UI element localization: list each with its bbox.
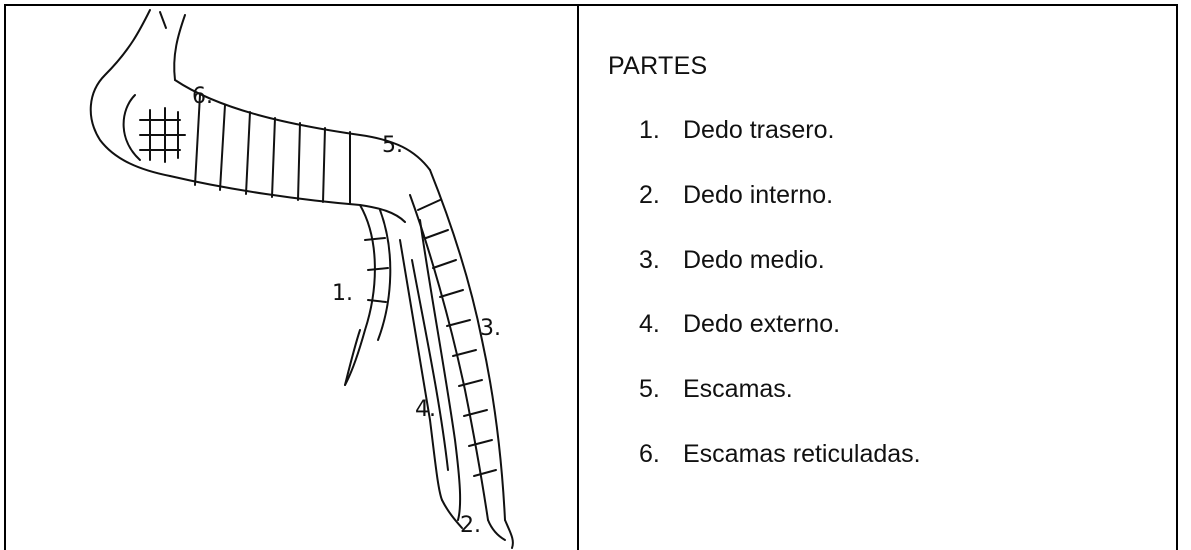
- figure-label-3: 3.: [480, 316, 501, 341]
- item-label: Dedo externo.: [683, 310, 840, 375]
- figure-label-4: 4.: [415, 397, 436, 422]
- list-item: 1.Dedo trasero.: [639, 116, 921, 181]
- item-number: 6.: [639, 440, 683, 505]
- bird-foot-drawing: 1. 2. 3. 4. 5. 6.: [6, 6, 577, 550]
- list-item: 4.Dedo externo.: [639, 310, 921, 375]
- item-number: 4.: [639, 310, 683, 375]
- item-label: Escamas.: [683, 375, 793, 440]
- parts-cell: PARTES 1.Dedo trasero. 2.Dedo interno. 3…: [579, 6, 1176, 550]
- item-number: 2.: [639, 181, 683, 246]
- bird-foot-illustration: 1. 2. 3. 4. 5. 6.: [6, 6, 577, 550]
- item-label: Dedo medio.: [683, 246, 825, 311]
- item-label: Dedo trasero.: [683, 116, 834, 181]
- parts-list: 1.Dedo trasero. 2.Dedo interno. 3.Dedo m…: [639, 116, 921, 505]
- figure-label-5: 5.: [382, 133, 403, 158]
- item-number: 5.: [639, 375, 683, 440]
- item-number: 3.: [639, 246, 683, 311]
- table-border-right: [1176, 4, 1178, 550]
- figure-label-1: 1.: [332, 281, 353, 306]
- list-item: 5.Escamas.: [639, 375, 921, 440]
- parts-heading: PARTES: [608, 52, 708, 81]
- figure-label-6: 6.: [192, 84, 213, 109]
- list-item: 2.Dedo interno.: [639, 181, 921, 246]
- list-item: 6.Escamas reticuladas.: [639, 440, 921, 505]
- figure-label-2: 2.: [460, 513, 481, 538]
- item-number: 1.: [639, 116, 683, 181]
- item-label: Escamas reticuladas.: [683, 440, 921, 505]
- item-label: Dedo interno.: [683, 181, 833, 246]
- list-item: 3.Dedo medio.: [639, 246, 921, 311]
